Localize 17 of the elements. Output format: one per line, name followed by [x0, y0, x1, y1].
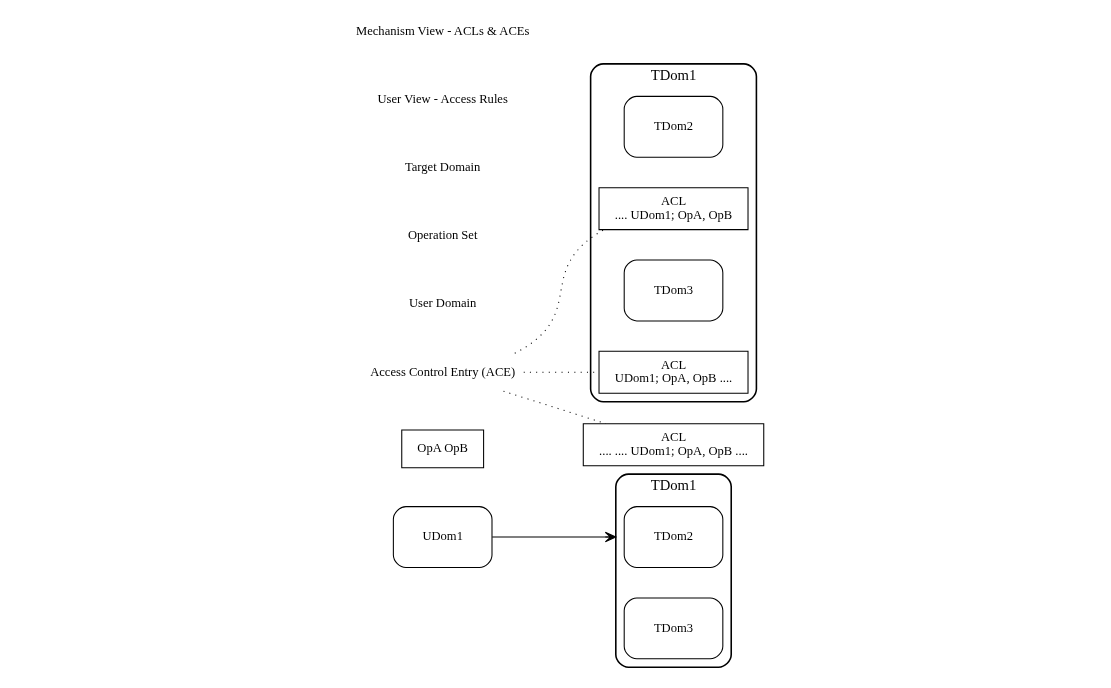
node-box: OpA OpB: [400, 429, 484, 469]
node-box: TDom2: [623, 506, 723, 568]
node-text: Access Control Entry (ACE): [369, 364, 515, 379]
label: User View - Access Rules: [377, 91, 508, 106]
arrow: [491, 531, 616, 543]
label: User Domain: [408, 296, 476, 311]
node-box: UDom1: [392, 506, 493, 568]
node-box: ACL .... .... UDom1; OpA, OpB ....: [582, 423, 764, 467]
label: Operation Set: [407, 228, 477, 243]
label: Mechanism View - ACLs & ACEs: [355, 23, 529, 38]
node-box: ACL UDom1; OpA, OpB ....: [598, 350, 749, 394]
connector: [513, 229, 605, 354]
node-box: ACL .... UDom1; OpA, OpB: [598, 187, 749, 231]
node-box: TDom3: [623, 259, 723, 322]
node-box: TDom3: [623, 597, 723, 660]
label: Target Domain: [404, 159, 480, 174]
node-box: TDom2: [623, 95, 723, 158]
